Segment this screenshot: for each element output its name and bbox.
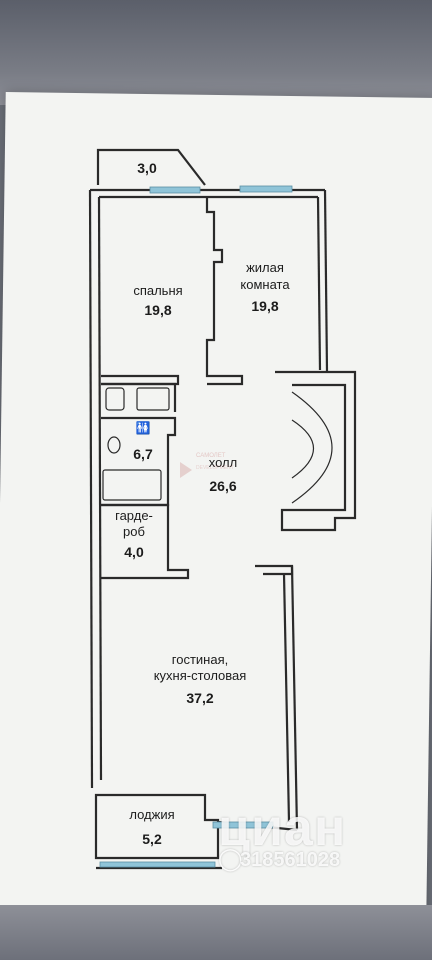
- stair-curve-outer: [291, 391, 333, 504]
- hall-name: холл: [208, 455, 238, 470]
- bathroom-top-wall: [101, 382, 177, 412]
- lounge-name-2: кухня-столовая: [153, 668, 247, 683]
- watermark-id-icon: ◯: [218, 846, 243, 871]
- bathroom-area: 6,7: [133, 446, 153, 462]
- faint-logo-text-1: САМОЛЕТ: [196, 453, 226, 459]
- living-room-name-2: комната: [240, 277, 290, 292]
- lounge-top-right-wall: [255, 564, 294, 576]
- wardrobe-wall: [101, 503, 190, 580]
- partition-bedroom-living: [205, 197, 244, 386]
- male-female-icon: 🚻: [135, 421, 151, 435]
- outer-wall-left: [88, 189, 94, 789]
- lounge-area: 37,2: [186, 690, 214, 706]
- bedroom-bottom-wall: [101, 374, 180, 386]
- hall-area: 26,6: [209, 478, 237, 494]
- window-lounge: [212, 821, 274, 829]
- window-living: [239, 185, 293, 193]
- window-balcony: [149, 186, 201, 194]
- shower: [102, 469, 162, 501]
- bathtub: [136, 387, 170, 411]
- background-bottom: [0, 905, 432, 960]
- loggia-wall: [94, 793, 220, 860]
- balcony-wall: [96, 148, 206, 186]
- watermark-brand: циан: [218, 799, 347, 857]
- living-room-name-1: жилая: [246, 260, 284, 275]
- wardrobe-name-2: роб: [123, 524, 145, 539]
- stair-curve: [291, 419, 315, 479]
- sink: [105, 387, 125, 411]
- living-bottom-wall: [275, 370, 357, 532]
- bedroom-name: спальня: [133, 283, 183, 298]
- bedroom-area: 19,8: [144, 302, 172, 318]
- background-top: [0, 0, 432, 105]
- outer-wall-right-upper: [323, 189, 329, 373]
- outer-wall-right-upper-inner: [316, 196, 322, 371]
- window-loggia: [99, 861, 216, 868]
- balcony-area: 3,0: [137, 160, 157, 176]
- stair-outline: [292, 383, 347, 512]
- lounge-right-wall-inner: [282, 573, 291, 823]
- watermark-id: 318561028: [240, 849, 341, 871]
- toilet: [107, 436, 121, 454]
- lounge-name-1: гостиная,: [171, 652, 229, 667]
- loggia-area: 5,2: [142, 831, 162, 847]
- loggia-name: лоджия: [129, 807, 175, 822]
- faint-logo-text-2: DEVELOPMENT: [196, 465, 234, 471]
- living-room-area: 19,8: [251, 298, 279, 314]
- lounge-right-wall: [290, 565, 299, 831]
- wardrobe-area: 4,0: [124, 544, 144, 560]
- outer-wall-left-inner: [97, 196, 103, 781]
- wardrobe-name-1: гарде-: [115, 508, 153, 523]
- faint-logo-mark: [180, 462, 192, 478]
